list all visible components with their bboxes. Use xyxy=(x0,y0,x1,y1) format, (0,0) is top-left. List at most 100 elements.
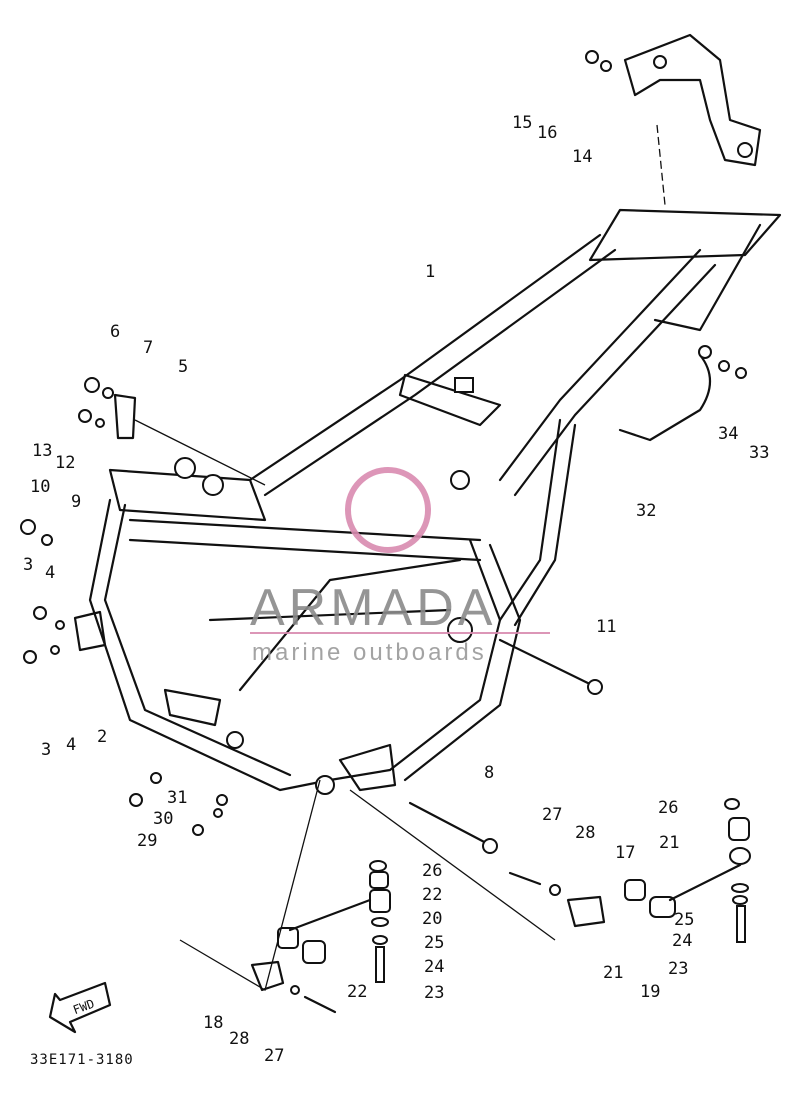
bolt-3 xyxy=(33,606,47,620)
callout-12: 12 xyxy=(55,453,75,473)
collar-21b xyxy=(728,817,750,841)
stand-bracket xyxy=(338,743,397,792)
bolt-27 xyxy=(508,871,542,886)
rear-down-tube xyxy=(498,418,562,622)
rod-20 xyxy=(288,898,372,932)
washer-34 xyxy=(718,360,730,372)
washer-24b xyxy=(732,895,748,905)
callout-34: 34 xyxy=(718,424,738,444)
callout-8: 8 xyxy=(484,763,494,783)
callout-15: 15 xyxy=(512,113,532,133)
engine-cross-tube xyxy=(208,608,452,622)
watermark-brand: ARMADA xyxy=(250,579,496,637)
leader xyxy=(179,779,321,991)
washer-4b xyxy=(50,645,60,655)
callout-21: 21 xyxy=(603,963,623,983)
washer-28b xyxy=(290,985,300,995)
bolt-23b xyxy=(736,905,746,943)
washer-25b xyxy=(731,883,749,893)
boss xyxy=(202,474,224,496)
seat-cross-plate xyxy=(398,373,502,427)
bracket-2 xyxy=(73,610,107,652)
callout-28: 28 xyxy=(229,1029,249,1049)
assembly-line xyxy=(656,124,666,206)
bolt-29b xyxy=(192,824,204,836)
callout-25: 25 xyxy=(674,910,694,930)
left-side-parts xyxy=(20,377,137,664)
fwd-arrow-shape xyxy=(48,981,112,1034)
upper-rail-left xyxy=(248,233,602,482)
rear-cross-member xyxy=(588,208,782,262)
watermark: ARMADA marine outboards xyxy=(250,467,550,666)
callout-13: 13 xyxy=(32,441,52,461)
callout-30: 30 xyxy=(153,809,173,829)
leader xyxy=(349,789,556,941)
lower-parts xyxy=(129,772,751,1014)
watermark-tagline: marine outboards xyxy=(252,639,487,666)
fwd-arrow: FWD xyxy=(48,981,112,1034)
stay-32 xyxy=(618,353,712,442)
callout-32: 32 xyxy=(636,501,656,521)
callout-6: 6 xyxy=(110,322,120,342)
bracket-18 xyxy=(250,960,285,992)
callout-16: 16 xyxy=(537,123,557,143)
bolt-23 xyxy=(375,946,385,983)
bolt-8-head xyxy=(482,838,498,854)
callout-10: 10 xyxy=(30,477,50,497)
engine-mount-boss xyxy=(447,617,473,643)
callout-17: 17 xyxy=(615,843,635,863)
callout-4: 4 xyxy=(66,735,76,755)
washer-25 xyxy=(371,917,389,927)
callout-20: 20 xyxy=(422,909,442,929)
rear-down-tube-inner xyxy=(513,423,577,627)
callout-14: 14 xyxy=(572,147,592,167)
callout-3: 3 xyxy=(23,555,33,575)
callout-33: 33 xyxy=(749,443,769,463)
bracket-5 xyxy=(113,393,137,440)
bolt-3b xyxy=(23,650,37,664)
right-side-parts xyxy=(498,345,747,695)
bracket-17 xyxy=(566,895,606,928)
callout-27: 27 xyxy=(264,1046,284,1066)
callout-7: 7 xyxy=(143,338,153,358)
upper-rail-right-inner xyxy=(513,263,717,497)
callout-25: 25 xyxy=(424,933,444,953)
washer-31b xyxy=(216,794,228,806)
callout-26: 26 xyxy=(658,798,678,818)
washer-16 xyxy=(600,60,612,72)
right-lower-loop xyxy=(328,538,502,782)
collar-21 xyxy=(624,879,646,901)
lower-bracket xyxy=(163,688,222,727)
bracket-hole xyxy=(653,55,667,69)
damper-20 xyxy=(369,889,391,913)
callout-23: 23 xyxy=(424,983,444,1003)
bushing-end xyxy=(729,847,751,865)
frame-assembly xyxy=(88,208,782,795)
right-lower-loop-outer xyxy=(403,543,522,782)
callout-23: 23 xyxy=(668,959,688,979)
callouts: 1 2 3 3 4 4 5 6 7 8 9 10 11 12 13 14 15 … xyxy=(23,113,769,1066)
callout-18: 18 xyxy=(203,1013,223,1033)
washer-4 xyxy=(55,620,65,630)
rear-bracket xyxy=(623,33,762,167)
head-pipe-area xyxy=(108,468,267,522)
collar-22b xyxy=(302,940,326,964)
washer-9 xyxy=(41,534,53,546)
washer-12 xyxy=(95,418,105,428)
engine-cradle-tube xyxy=(238,558,462,692)
rod-19 xyxy=(668,863,742,902)
callout-21: 21 xyxy=(659,833,679,853)
callout-24: 24 xyxy=(672,931,692,951)
bolt-6 xyxy=(84,377,100,393)
upper-rail-right xyxy=(498,248,702,482)
callout-28: 28 xyxy=(575,823,595,843)
watermark-logo xyxy=(345,467,431,553)
bolt-27b xyxy=(303,995,337,1014)
front-cross-tube-inner xyxy=(128,538,482,562)
part-code: 33E171-3180 xyxy=(30,1052,134,1068)
callout-3: 3 xyxy=(41,740,51,760)
washer-24 xyxy=(372,935,388,945)
boss xyxy=(174,457,196,479)
nut-26b xyxy=(724,798,740,810)
